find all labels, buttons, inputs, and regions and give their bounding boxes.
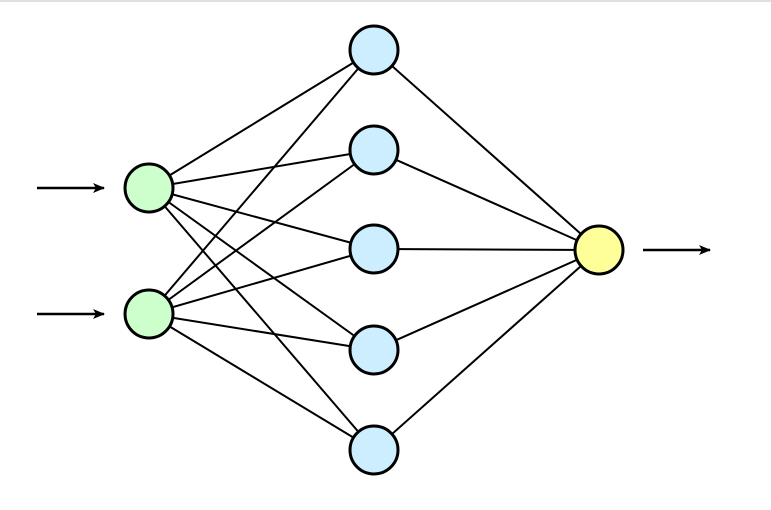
- input-neuron-1: [123, 162, 175, 214]
- edge-l0n1-l1n0: [148, 49, 375, 315]
- input-neuron-2: [123, 288, 175, 340]
- neurons: [123, 24, 625, 476]
- hidden-neuron-3: [348, 223, 400, 275]
- edge-l0n0-l1n1: [148, 149, 375, 189]
- edge-l0n1-l1n1: [148, 149, 375, 315]
- connections: [148, 49, 600, 451]
- edge-l1n4-l2n0: [373, 249, 600, 451]
- edge-l1n0-l2n0: [373, 49, 600, 251]
- edge-l0n0-l1n4: [148, 187, 375, 451]
- edge-l0n1-l1n3: [148, 313, 375, 351]
- edge-l0n0-l1n3: [148, 187, 375, 351]
- hidden-neuron-4: [348, 324, 400, 376]
- edge-l0n1-l1n4: [148, 313, 375, 451]
- edge-l1n1-l2n0: [373, 149, 600, 251]
- edge-l1n3-l2n0: [373, 249, 600, 351]
- hidden-neuron-1: [348, 24, 400, 76]
- hidden-neuron-2: [348, 124, 400, 176]
- edge-l0n1-l1n2: [148, 248, 375, 315]
- edge-l1n2-l2n0: [373, 248, 600, 251]
- output-neuron-1: [573, 224, 625, 276]
- edge-l0n0-l1n2: [148, 187, 375, 250]
- hidden-neuron-5: [348, 424, 400, 476]
- edge-l0n0-l1n0: [148, 49, 375, 189]
- io-arrows: [37, 183, 711, 319]
